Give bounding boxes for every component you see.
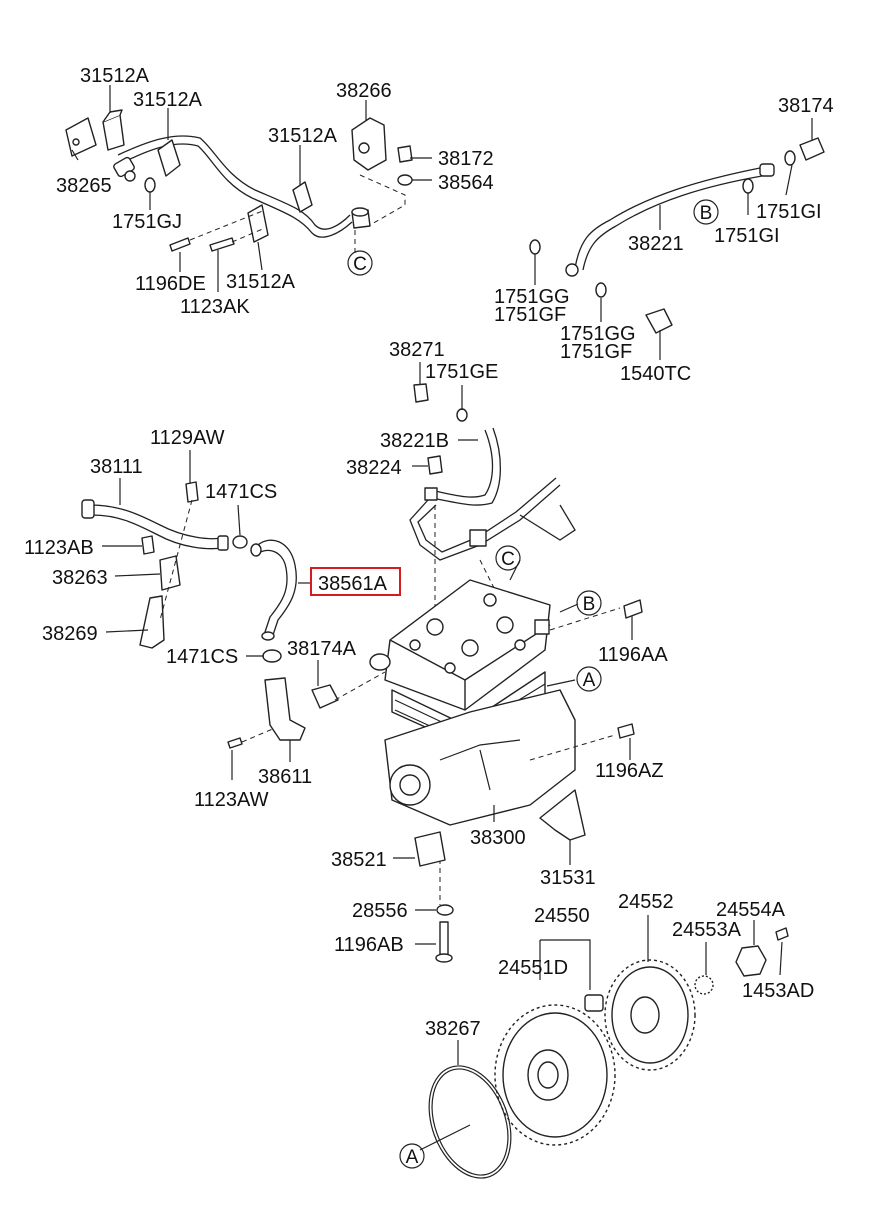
highlight-box-38561A	[310, 567, 401, 596]
label-1196AB: 1196AB	[334, 934, 404, 956]
label-38174: 38174	[778, 95, 834, 117]
label-24550: 24550	[534, 905, 590, 927]
callout-circle-a-engine	[576, 666, 602, 692]
label-31512A-2: 31512A	[133, 89, 203, 111]
label-1196AZ: 1196AZ	[595, 760, 664, 782]
label-38263: 38263	[52, 567, 108, 589]
top-left-pipe-group	[65, 109, 413, 255]
label-1196DE: 1196DE	[135, 273, 206, 295]
callout-circle-c-engine	[495, 545, 521, 571]
label-38221: 38221	[628, 233, 684, 255]
callout-circle-b-engine	[576, 590, 602, 616]
label-1129AW: 1129AW	[150, 427, 225, 449]
label-1751GE: 1751GE	[425, 361, 498, 383]
callout-a-engine: A	[583, 670, 596, 691]
gear-group	[428, 927, 789, 1179]
label-38174A: 38174A	[287, 638, 357, 660]
label-1471CS-1: 1471CS	[205, 481, 277, 503]
label-24551D: 24551D	[498, 957, 568, 979]
label-38271: 38271	[389, 339, 445, 361]
callout-c-engine: C	[501, 549, 515, 570]
label-38521: 38521	[331, 849, 387, 871]
label-1751GF-2: 1751GF	[560, 341, 632, 363]
part-labels: 31512A 31512A 31512A 31512A 38266 38172 …	[24, 65, 834, 1040]
label-38267: 38267	[425, 1018, 481, 1040]
label-1751GF-1: 1751GF	[494, 304, 566, 326]
label-38561A[interactable]: 38561A	[318, 573, 388, 595]
label-24552: 24552	[618, 891, 674, 913]
label-38611: 38611	[258, 766, 312, 788]
label-1751GG-1: 1751GG	[494, 286, 570, 308]
top-right-pipe-group	[529, 137, 825, 334]
label-1196AA: 1196AA	[598, 644, 668, 666]
label-24553A: 24553A	[672, 919, 742, 941]
label-31531: 31531	[540, 867, 596, 889]
label-28556: 28556	[352, 900, 408, 922]
callout-circle-a-ring	[399, 1143, 425, 1169]
leader-lines	[71, 85, 813, 1151]
callout-circle-b-pipe	[693, 199, 719, 225]
brackets-lower	[414, 789, 586, 963]
label-38224: 38224	[346, 457, 402, 479]
label-1123AK: 1123AK	[180, 296, 250, 318]
label-38266: 38266	[336, 80, 392, 102]
hose-38561A	[250, 539, 297, 641]
callout-b-pipe: B	[700, 203, 713, 224]
callouts: C B C B A A	[347, 199, 719, 1169]
label-31512A-3: 31512A	[268, 125, 338, 147]
label-1453AD: 1453AD	[742, 980, 814, 1002]
callout-circle-c-top	[347, 250, 373, 276]
callout-c-top: C	[353, 254, 367, 275]
label-38111: 38111	[90, 456, 143, 478]
label-1751GG-2: 1751GG	[560, 323, 636, 345]
label-38564: 38564	[438, 172, 494, 194]
label-38300: 38300	[470, 827, 526, 849]
compressor-38300	[369, 579, 643, 905]
label-38265: 38265	[56, 175, 112, 197]
label-1123AW: 1123AW	[194, 789, 269, 811]
label-1540TC: 1540TC	[620, 363, 691, 385]
left-hose-group	[81, 481, 248, 649]
label-38172: 38172	[438, 148, 494, 170]
label-1471CS-2: 1471CS	[166, 646, 238, 668]
label-31512A-1: 31512A	[80, 65, 150, 87]
label-1751GI-2: 1751GI	[714, 225, 780, 247]
label-24554A: 24554A	[716, 899, 786, 921]
callout-a-ring: A	[406, 1147, 419, 1168]
label-31512A-4: 31512A	[226, 271, 296, 293]
label-1751GJ: 1751GJ	[112, 211, 182, 233]
label-38221B: 38221B	[380, 430, 449, 452]
elbow-38611-group	[227, 649, 386, 749]
label-1751GI-1: 1751GI	[756, 201, 822, 223]
label-38269: 38269	[42, 623, 98, 645]
label-1123AB: 1123AB	[24, 537, 94, 559]
callout-b-engine: B	[583, 594, 596, 615]
